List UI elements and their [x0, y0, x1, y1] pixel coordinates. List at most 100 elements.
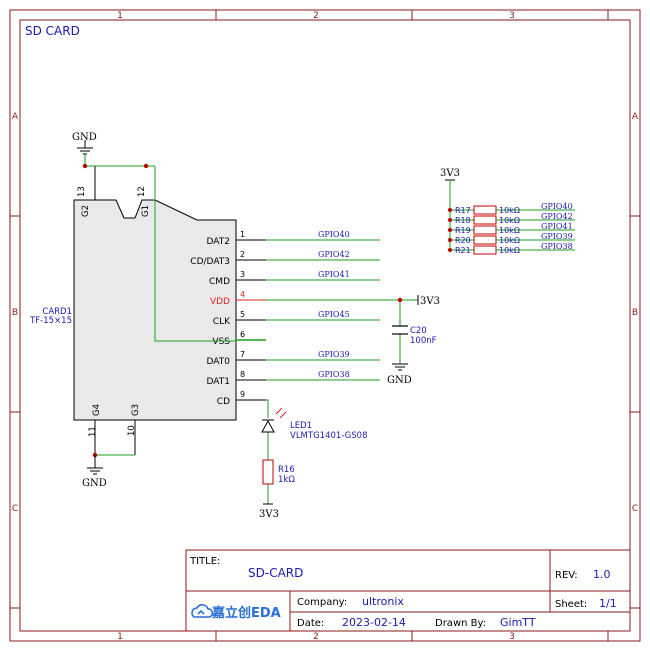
- pullup-net-label: GPIO41: [541, 222, 573, 231]
- r16-body: [262, 459, 274, 485]
- pullup-value: 10kΩ: [499, 226, 520, 235]
- rev-label: REV:: [555, 570, 578, 581]
- frame-col-label-top: 3: [509, 11, 515, 21]
- junction-vdd: [397, 297, 403, 303]
- pin-name: CD/DAT3: [190, 257, 230, 267]
- wire-cd: [266, 399, 269, 418]
- r16-value: 1kΩ: [278, 475, 295, 485]
- net-label: GPIO38: [318, 370, 350, 379]
- pullup-net-label: GPIO42: [541, 212, 573, 221]
- pullup-designator: R17: [455, 206, 471, 215]
- pin-10-number: 10: [127, 425, 137, 436]
- pin-number: 1: [240, 230, 245, 239]
- gnd-cap-symbol: [392, 363, 408, 371]
- cap-value: 100nF: [410, 336, 437, 346]
- pin-number: 2: [240, 250, 245, 259]
- drawn-by-label: Drawn By:: [435, 618, 486, 629]
- power-3v3-r16-label: 3V3: [259, 509, 279, 520]
- pullup-value: 10kΩ: [499, 216, 520, 225]
- pullup-resistor-body: [473, 215, 497, 225]
- sheet-heading: SD CARD: [25, 24, 80, 38]
- pin-number: 4: [240, 290, 245, 299]
- pin-number: 7: [240, 350, 245, 359]
- company-label: Company:: [297, 597, 347, 608]
- led-designator: LED1: [290, 421, 312, 431]
- rev-value: 1.0: [593, 568, 611, 581]
- pin-13-name: G2: [81, 205, 91, 217]
- logo-text: 嘉立创EDA: [211, 605, 281, 621]
- wire-g1-to-vss: [154, 166, 236, 342]
- pullup-junction: [448, 208, 452, 212]
- power-3v3-pullup-label: 3V3: [440, 168, 460, 179]
- sheet-label: Sheet:: [555, 599, 587, 610]
- pullup-net-label: GPIO38: [541, 242, 573, 251]
- pullup-value: 10kΩ: [499, 236, 520, 245]
- pullup-designator: R21: [455, 246, 471, 255]
- date-value: 2023-02-14: [342, 616, 406, 629]
- r16-designator: R16: [278, 465, 295, 475]
- wire-gnd-top: [84, 154, 155, 167]
- net-label: GPIO41: [318, 270, 350, 279]
- frame-row-label-right: C: [632, 504, 638, 514]
- pin-number: 5: [240, 310, 245, 319]
- net-label: GPIO40: [318, 230, 350, 239]
- pullup-junction: [448, 218, 452, 222]
- gnd-top-label: GND: [72, 132, 97, 143]
- junction-gnd-top: [82, 163, 88, 169]
- pullup-resistor-body: [473, 225, 497, 235]
- net-label: GPIO39: [318, 350, 350, 359]
- drawn-by-value: GimTT: [500, 616, 536, 629]
- led-symbol: [261, 407, 287, 433]
- title-label: TITLE:: [189, 556, 220, 567]
- led-value: VLMTG1401-GS08: [290, 431, 367, 441]
- gnd-top-symbol: [77, 140, 93, 155]
- pin-name: DAT1: [207, 377, 230, 387]
- pin-name: VDD: [210, 297, 230, 307]
- capacitor-symbol: [392, 325, 408, 335]
- pullup-net-label: GPIO40: [541, 202, 573, 211]
- easyeda-logo: 嘉立创EDA: [191, 604, 281, 621]
- pullup-resistor-body: [473, 235, 497, 245]
- pin-13-number: 13: [77, 186, 87, 197]
- pullup-junction: [448, 248, 452, 252]
- power-3v3-vdd-label: 3V3: [420, 296, 440, 307]
- pin-number: 3: [240, 270, 245, 279]
- sheet-value: 1/1: [599, 597, 617, 610]
- pullup-value: 10kΩ: [499, 246, 520, 255]
- card-value: TF-15×15: [29, 316, 72, 326]
- gnd-bottom-symbol: [87, 455, 103, 475]
- pullup-designator: R20: [455, 236, 471, 245]
- pullup-designator: R18: [455, 216, 471, 225]
- pin-name: VSS: [212, 337, 230, 347]
- pullup-resistor-body: [473, 245, 497, 255]
- pin-name: DAT2: [207, 237, 230, 247]
- pullup-value: 10kΩ: [499, 206, 520, 215]
- frame-row-label-right: B: [632, 308, 638, 318]
- frame-col-label-bottom: 1: [117, 632, 123, 642]
- pin-name: CLK: [213, 317, 231, 327]
- pullup-junction: [448, 238, 452, 242]
- pullup-designator: R19: [455, 226, 471, 235]
- frame-col-label-top: 2: [313, 11, 319, 21]
- frame-col-label-top: 1: [117, 11, 123, 21]
- date-label: Date:: [297, 618, 324, 629]
- pin-name: DAT0: [207, 357, 231, 367]
- junction-g1: [143, 163, 149, 169]
- pin-11-number: 11: [88, 426, 98, 437]
- frame-row-label-left: A: [12, 112, 19, 122]
- pin-12-number: 12: [137, 186, 147, 197]
- pin-number: 8: [240, 370, 245, 379]
- net-label: GPIO45: [318, 310, 350, 319]
- title-block: [185, 549, 631, 632]
- pin-10-name: G3: [131, 404, 141, 416]
- card-designator: CARD1: [42, 307, 72, 317]
- pin-12-name: G1: [141, 205, 151, 217]
- pullup-junction: [448, 228, 452, 232]
- title-value: SD-CARD: [248, 566, 303, 580]
- pullup-resistor-body: [473, 205, 497, 215]
- pin-number: 9: [240, 390, 245, 399]
- frame-row-label-right: A: [632, 112, 639, 122]
